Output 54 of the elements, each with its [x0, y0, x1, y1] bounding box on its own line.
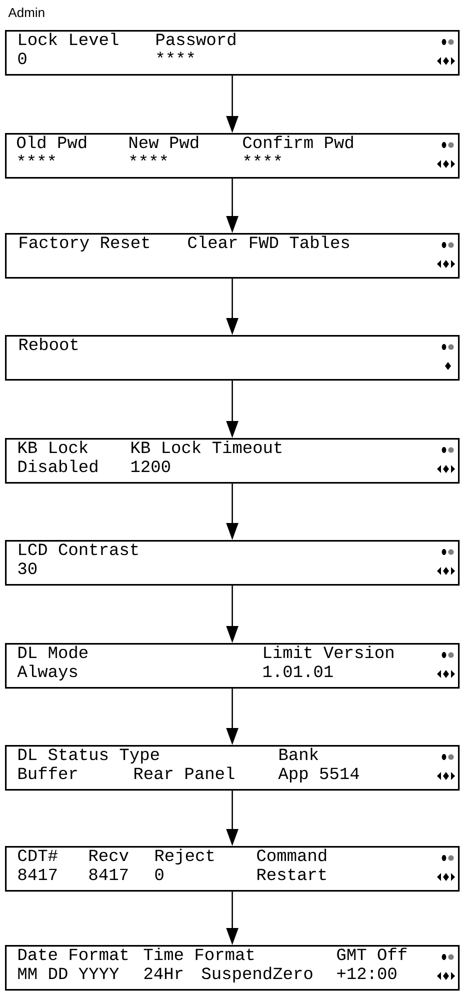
display-text: GMT Off	[337, 948, 407, 960]
display-text: ****	[244, 154, 281, 161]
display-text: 1200	[131, 460, 170, 472]
display-screen-box	[5, 335, 460, 381]
display-text: Buffer	[18, 766, 77, 780]
display-text: Old Pwd	[17, 136, 86, 148]
display-text: MM DD YYYY	[18, 968, 119, 979]
display-text: Factory Reset	[20, 236, 150, 252]
display-text: ****	[157, 52, 194, 58]
display-text: 30	[18, 562, 37, 574]
display-text: Recv	[90, 850, 128, 862]
display-screen-box	[5, 133, 460, 179]
display-text: Bank	[280, 748, 318, 760]
display-screen-box	[5, 745, 460, 791]
display-text: Rear Panel	[134, 766, 234, 780]
display-text: Date Format	[18, 948, 128, 960]
display-text: Lock Level	[19, 32, 118, 46]
display-text: Command	[257, 848, 326, 862]
display-screen-box	[5, 643, 460, 689]
display-text: KB Lock	[18, 440, 88, 454]
display-text: 8417	[18, 868, 57, 880]
display-text: ****	[130, 154, 167, 161]
display-text: Password	[156, 32, 236, 46]
display-text: 8417	[89, 868, 128, 880]
title: Admin	[8, 8, 44, 18]
display-screen-box	[5, 233, 460, 279]
display-text: New Pwd	[130, 136, 198, 148]
display-text: DL Mode	[18, 646, 88, 658]
display-text: KB Lock Timeout	[132, 440, 282, 454]
display-text: ****	[18, 154, 55, 161]
display-text: Reboot	[20, 338, 78, 350]
display-text: 24Hr	[144, 968, 182, 979]
display-text: Reject	[156, 848, 214, 865]
display-text: Time Format	[144, 948, 254, 960]
display-screen-box	[5, 30, 460, 76]
display-text: LCD Contrast	[19, 544, 138, 556]
display-text: 1.01.01	[263, 666, 333, 678]
display-text: App 5514	[278, 768, 359, 783]
display-text: +12:00	[337, 968, 396, 980]
display-screen-box	[5, 945, 460, 991]
display-screen-box	[5, 846, 460, 892]
display-text: Always	[17, 664, 77, 681]
display-text: 0	[155, 868, 164, 880]
display-text: Limit Version	[264, 646, 394, 658]
display-text: 0	[18, 52, 26, 64]
display-text: Disabled	[18, 460, 98, 472]
display-text: DL Status Type	[18, 748, 159, 764]
display-text: Restart	[258, 868, 326, 880]
display-screen-box	[5, 438, 460, 484]
display-screen-box	[5, 540, 460, 586]
display-text: Confirm Pwd	[243, 136, 353, 148]
display-text: CDT#	[18, 850, 58, 862]
display-text: Clear FWD Tables	[188, 236, 349, 248]
display-text: SuspendZero	[202, 966, 312, 983]
